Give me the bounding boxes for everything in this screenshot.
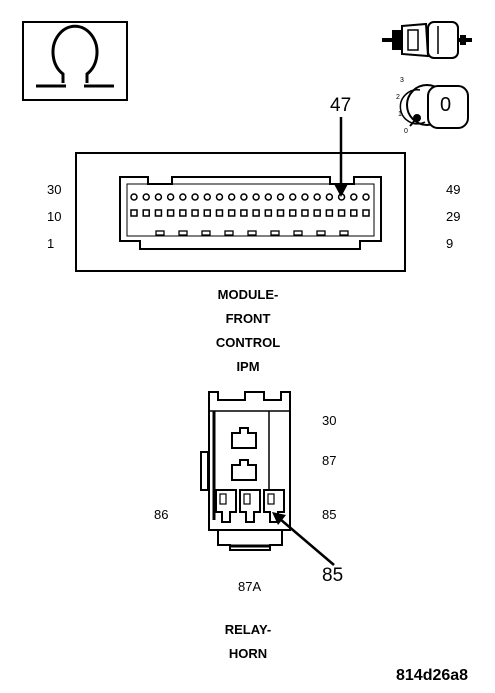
pin-47-callout-arrow — [334, 117, 348, 197]
ipm-pin-cavity — [203, 209, 212, 217]
ipm-pin-cavity — [313, 209, 321, 217]
relay-pin-87a: 87A — [238, 579, 262, 594]
ipm-left-pin-30: 30 — [47, 182, 62, 197]
relay-caption-line-2: HORN — [228, 646, 268, 661]
ipm-pin-cavity — [179, 193, 187, 201]
ipm-pin-cavity — [130, 193, 138, 201]
ipm-pin-cavity — [240, 193, 248, 201]
ipm-pin-slot — [316, 230, 326, 236]
ipm-pin-cavity — [301, 193, 309, 201]
ipm-pin-cavity — [362, 193, 370, 201]
ipm-pin-slot — [178, 230, 188, 236]
ipm-module — [75, 152, 406, 272]
ipm-pin-cavity — [203, 193, 212, 201]
ipm-pin-cavity — [362, 209, 370, 217]
ipm-right-pin-49: 49 — [446, 182, 461, 197]
connector-icon — [382, 21, 472, 59]
ipm-pin-cavity — [264, 193, 273, 201]
ipm-pin-cavity — [215, 193, 224, 201]
ipm-pin-cavity — [227, 193, 236, 201]
ipm-pin-cavity — [240, 209, 248, 217]
ignition-switch-icon — [399, 84, 469, 129]
ipm-pin-cavity — [301, 209, 309, 217]
ipm-pin-cavity — [288, 209, 297, 217]
ipm-pin-cavity — [215, 209, 224, 217]
ipm-pin-cavity — [142, 209, 150, 217]
ipm-pin-cavity — [166, 193, 175, 201]
relay-pin-30: 30 — [322, 413, 337, 428]
ipm-right-pin-29: 29 — [446, 209, 461, 224]
ipm-pin-cavity — [350, 193, 358, 201]
ipm-pin-slot — [339, 230, 349, 236]
relay-pin-87: 87 — [322, 453, 337, 468]
ipm-pin-cavity — [325, 209, 334, 217]
ipm-pin-cavity — [325, 193, 334, 201]
relay-caption-line-1: RELAY- — [224, 622, 272, 637]
ohmmeter-icon — [22, 21, 128, 101]
ipm-pin-cavity — [252, 193, 260, 201]
figure-code: 814d26a8 — [396, 667, 469, 684]
ipm-pin-cavity — [350, 209, 358, 217]
ipm-caption-line-4: IPM — [236, 359, 260, 374]
horn-relay — [200, 391, 291, 551]
ipm-pin-slot — [201, 230, 211, 236]
ipm-pin-cavity — [227, 209, 236, 217]
key-badge: 0 — [440, 94, 452, 116]
ipm-pin-slot — [293, 230, 303, 236]
key-position-2: 2 — [396, 94, 400, 101]
ipm-pin-cavity — [179, 209, 187, 217]
ipm-caption-line-2: FRONT — [225, 311, 271, 326]
key-position-0: 0 — [404, 128, 408, 135]
relay-pin-86: 86 — [154, 507, 169, 522]
ipm-pin-cavity — [252, 209, 260, 217]
ipm-pin-slot — [247, 230, 257, 236]
ipm-pin-cavity — [288, 193, 297, 201]
ipm-caption-line-3: CONTROL — [215, 335, 281, 350]
relay-pin-85: 85 — [322, 507, 337, 522]
ipm-callout-47: 47 — [330, 95, 352, 116]
ipm-pin-cavity — [276, 209, 285, 217]
ipm-right-pin-9: 9 — [446, 236, 454, 251]
ipm-pin-cavity — [130, 209, 138, 217]
ipm-pin-cavity — [166, 209, 175, 217]
pin-85-callout-arrow — [272, 512, 335, 566]
ipm-left-pin-10: 10 — [47, 209, 62, 224]
ipm-pin-slot — [224, 230, 234, 236]
ipm-pin-cavity — [264, 209, 273, 217]
ipm-pin-cavity — [191, 193, 199, 201]
ipm-pin-cavity — [142, 193, 150, 201]
ipm-pin-slot — [270, 230, 280, 236]
relay-callout-85: 85 — [322, 565, 344, 586]
ipm-pin-slot — [155, 230, 165, 236]
ipm-pin-cavity — [276, 193, 285, 201]
ipm-caption-line-1: MODULE- — [217, 287, 279, 302]
ipm-pin-cavity — [337, 209, 346, 217]
ipm-pin-cavity — [313, 193, 321, 201]
ipm-pin-cavity — [154, 209, 163, 217]
ipm-left-pin-1: 1 — [47, 236, 55, 251]
key-position-1: 1 — [398, 111, 402, 118]
key-position-3: 3 — [400, 77, 404, 84]
ipm-pin-cavity — [154, 193, 163, 201]
ipm-pin-cavity — [191, 209, 199, 217]
